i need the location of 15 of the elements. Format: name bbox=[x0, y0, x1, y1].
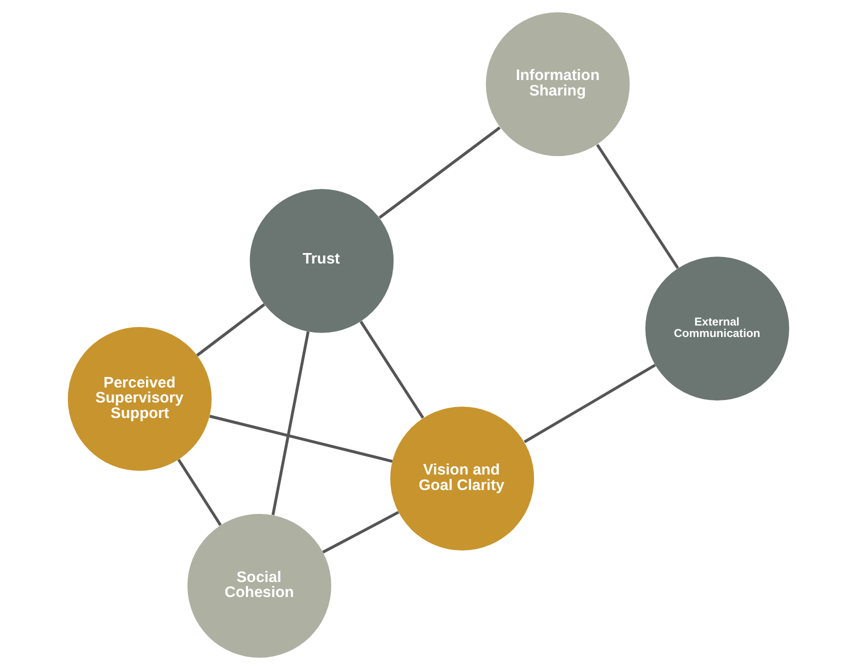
node-circle: Vision and Goal Clarity bbox=[390, 406, 534, 550]
node-circle: Trust bbox=[249, 189, 394, 333]
connector bbox=[176, 458, 222, 526]
connector bbox=[596, 144, 679, 269]
connector bbox=[271, 331, 310, 516]
node-circle: Social Cohesion bbox=[186, 514, 331, 658]
connector bbox=[523, 364, 656, 444]
connector bbox=[378, 126, 500, 219]
connector bbox=[196, 303, 265, 357]
node-circle: External Communication bbox=[644, 256, 789, 400]
connector bbox=[208, 414, 392, 463]
node-circle: Perceived Supervisory Support bbox=[67, 326, 212, 471]
node-circle: Information Sharing bbox=[485, 12, 630, 156]
connector bbox=[322, 511, 399, 554]
connector bbox=[359, 320, 424, 419]
